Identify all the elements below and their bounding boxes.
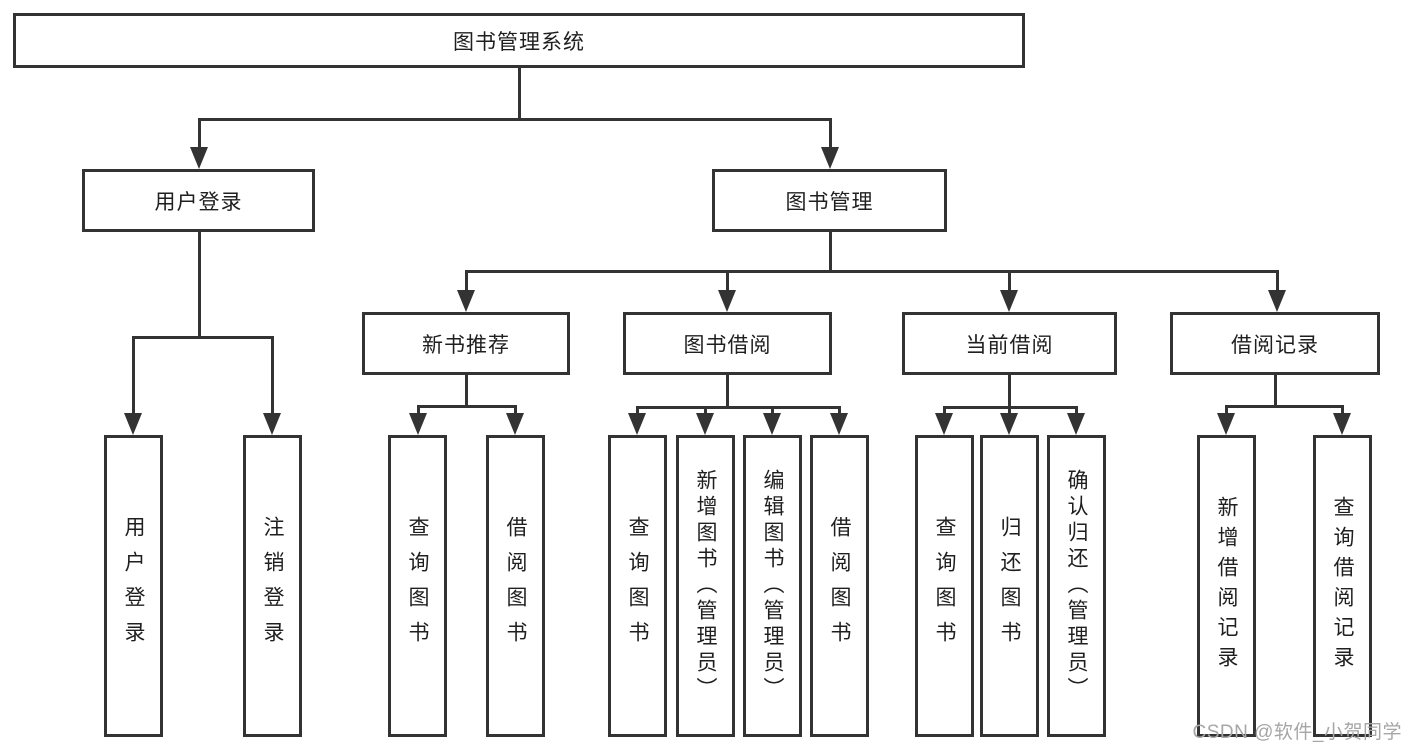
leaf-logout: 注销登录: [243, 435, 302, 737]
arrow-down-icon: [1067, 413, 1085, 435]
leaf-label: 注销登录: [261, 516, 284, 656]
leaf-user-login: 用户登录: [104, 435, 163, 737]
connector-to-leaf: [514, 405, 517, 413]
connector-root-drop: [518, 68, 521, 118]
node-label: 用户登录: [154, 190, 243, 214]
arrow-down-icon: [263, 413, 281, 435]
connector-borrowing-bus: [636, 406, 841, 409]
node-current-borrowing: 当前借阅: [902, 312, 1117, 375]
connector-level3-bus: [465, 270, 1279, 273]
arrow-down-icon: [1000, 413, 1018, 435]
arrow-down-icon: [696, 413, 714, 435]
node-label: 借阅记录: [1231, 333, 1319, 357]
connector-to-leaf: [636, 406, 639, 413]
arrow-down-icon: [628, 413, 646, 435]
node-label: 当前借阅: [965, 333, 1054, 357]
connector-to-new-books: [465, 270, 468, 290]
leaf-add-books-admin: 新增图书（管理员）: [676, 435, 735, 737]
connector-to-leaf: [943, 406, 946, 413]
connector-to-leaf: [1341, 405, 1344, 413]
leaf-label: 用户登录: [122, 516, 145, 656]
connector-to-leaf: [1008, 406, 1011, 413]
leaf-label: 新增借阅记录: [1215, 496, 1238, 676]
connector-records-bus: [1225, 405, 1344, 408]
node-label: 图书管理系统: [453, 30, 585, 54]
leaf-label: 查询图书: [626, 516, 649, 656]
leaf-add-borrow-record: 新增借阅记录: [1197, 435, 1256, 737]
connector-to-current: [1008, 270, 1011, 290]
node-label: 图书借阅: [683, 333, 772, 357]
arrow-down-icon: [506, 413, 524, 435]
leaf-label: 归还图书: [998, 516, 1021, 656]
leaf-label: 借阅图书: [828, 516, 851, 656]
arrow-down-icon: [830, 413, 848, 435]
arrow-down-icon: [1000, 290, 1018, 312]
arrow-down-icon: [1333, 413, 1351, 435]
connector-current-drop: [1008, 375, 1011, 406]
connector-to-leaf: [132, 336, 135, 413]
connector-records-drop: [1274, 375, 1277, 405]
leaf-query-books-borrowing: 查询图书: [608, 435, 667, 737]
connector-to-leaf: [271, 336, 274, 413]
leaf-label: 查询图书: [933, 516, 956, 656]
connector-level2-bus: [198, 118, 832, 121]
connector-to-records: [1276, 270, 1279, 290]
connector-borrowing-drop: [726, 375, 729, 406]
leaf-borrow-books-recommend: 借阅图书: [486, 435, 545, 737]
leaf-edit-books-admin: 编辑图书（管理员）: [743, 435, 802, 737]
leaf-confirm-return-admin: 确认归还（管理员）: [1047, 435, 1106, 737]
leaf-label: 查询图书: [406, 516, 429, 656]
connector-to-leaf: [1225, 405, 1228, 413]
arrow-down-icon: [1268, 290, 1286, 312]
connector-book-mgmt-drop: [829, 232, 832, 270]
csdn-watermark: CSDN @软件_小贺同学: [1192, 722, 1402, 743]
arrow-down-icon: [763, 413, 781, 435]
leaf-borrow-books: 借阅图书: [810, 435, 869, 737]
leaf-label: 查询借阅记录: [1331, 496, 1354, 676]
node-label: 图书管理: [785, 190, 874, 214]
connector-to-leaf: [838, 406, 841, 413]
node-label: 新书推荐: [422, 333, 510, 357]
arrow-down-icon: [821, 147, 839, 169]
connector-user-login-drop: [198, 232, 201, 336]
connector-to-borrowing: [726, 270, 729, 290]
leaf-label: 编辑图书（管理员）: [761, 469, 784, 703]
connector-to-leaf: [417, 405, 420, 413]
leaf-label: 确认归还（管理员）: [1065, 469, 1088, 703]
connector-to-leaf: [1075, 406, 1078, 413]
leaf-query-books-recommend: 查询图书: [388, 435, 447, 737]
connector-to-leaf: [704, 406, 707, 413]
leaf-query-borrow-record: 查询借阅记录: [1313, 435, 1372, 737]
connector-to-leaf: [771, 406, 774, 413]
arrow-down-icon: [124, 413, 142, 435]
leaf-query-books-current: 查询图书: [915, 435, 974, 737]
arrow-down-icon: [935, 413, 953, 435]
node-book-management: 图书管理: [712, 169, 947, 232]
leaf-label: 新增图书（管理员）: [694, 469, 717, 703]
arrow-down-icon: [457, 290, 475, 312]
connector-to-user-login: [198, 118, 201, 147]
node-borrowing-records: 借阅记录: [1170, 312, 1380, 375]
leaf-return-books: 归还图书: [980, 435, 1039, 737]
node-book-borrowing: 图书借阅: [623, 312, 832, 375]
connector-new-books-bus: [417, 405, 517, 408]
arrow-down-icon: [409, 413, 427, 435]
connector-user-login-bus: [132, 336, 274, 339]
arrow-down-icon: [1217, 413, 1235, 435]
arrow-down-icon: [190, 147, 208, 169]
connector-to-book-mgmt: [829, 118, 832, 147]
connector-new-books-drop: [465, 375, 468, 405]
node-new-book-recommend: 新书推荐: [362, 312, 570, 375]
arrow-down-icon: [718, 290, 736, 312]
node-user-login: 用户登录: [82, 169, 315, 232]
leaf-label: 借阅图书: [504, 516, 527, 656]
node-root-system: 图书管理系统: [13, 13, 1025, 68]
